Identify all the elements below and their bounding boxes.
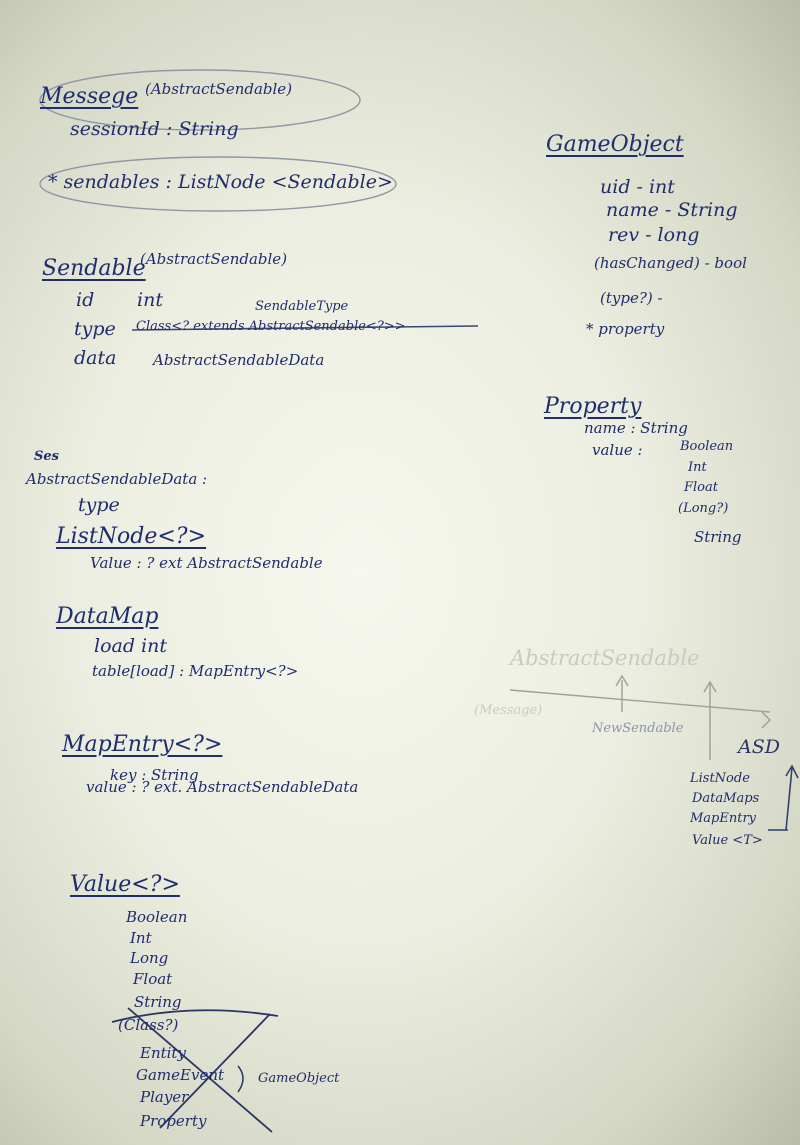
value-type-int: Int — [130, 929, 152, 947]
property-value-label: value : — [592, 441, 643, 459]
abstract-data-type: type — [78, 494, 120, 516]
value-crossed-gameevent: GameEvent — [136, 1066, 225, 1084]
value-crossed-class: (Class?) — [118, 1016, 179, 1034]
datamap-title: DataMap — [56, 604, 159, 629]
mapentry-field-value: value : ? ext. AbstractSendableData — [86, 778, 359, 796]
sendables-oval — [39, 156, 397, 212]
asd-subtypes-bracket — [768, 764, 799, 831]
gameobject-title: GameObject — [546, 132, 684, 157]
property-value-long: (Long?) — [678, 501, 729, 516]
property-name-field: name : String — [584, 419, 688, 437]
property-value-string: String — [694, 528, 742, 546]
value-type-float: Float — [133, 970, 173, 988]
value-type-boolean: Boolean — [126, 908, 188, 926]
gameobject-field-haschanged: (hasChanged) - bool — [594, 254, 747, 272]
listnode-field-value: Value : ? ext AbstractSendable — [90, 554, 323, 572]
sendable-field-data-type: AbstractSendableData — [153, 351, 325, 369]
property-value-boolean: Boolean — [680, 439, 734, 454]
property-title: Property — [544, 394, 642, 419]
property-value-int: Int — [688, 460, 707, 475]
sendable-parent: (AbstractSendable) — [140, 250, 288, 268]
value-type-string: String — [134, 993, 182, 1011]
hierarchy-root: AbstractSendable — [510, 646, 700, 670]
value-type-long: Long — [130, 949, 169, 967]
gameobject-brace — [237, 1065, 244, 1093]
datamap-field-table: table[load] : MapEntry<?> — [92, 662, 299, 680]
value-title: Value<?> — [70, 872, 180, 897]
crossed-out-x — [111, 1007, 279, 1133]
hierarchy-left-child: (Message) — [474, 703, 543, 718]
hierarchy-tree-lines — [509, 674, 771, 760]
sendable-field-data-name: data — [74, 347, 117, 369]
abstract-data-title: AbstractSendableData : — [26, 470, 208, 488]
hierarchy-subtype-datamaps: DataMaps — [692, 791, 760, 806]
scribble-mark: Ses — [34, 449, 59, 464]
hierarchy-subtype-listnode: ListNode — [690, 771, 750, 786]
gameobject-field-rev: rev - long — [608, 224, 700, 246]
message-title-oval — [39, 69, 361, 131]
mapentry-title: MapEntry<?> — [62, 732, 223, 757]
gameobject-field-name: name - String — [606, 199, 738, 221]
sendable-field-type-value: Class<? extends AbstractSendable<?>> — [136, 319, 406, 334]
sendable-field-id-type: int — [137, 289, 163, 311]
gameobject-field-type: (type?) - — [600, 289, 663, 307]
datamap-field-load: load int — [94, 635, 167, 657]
hierarchy-right-child: ASD — [738, 736, 780, 758]
hierarchy-subtype-value: Value <T> — [692, 833, 763, 848]
message-field-sessionid: sessionId : String — [70, 118, 239, 140]
gameobject-field-property: * property — [586, 320, 665, 338]
message-title: Messege — [40, 84, 139, 109]
listnode-title: ListNode<?> — [56, 524, 207, 549]
sendable-field-id-name: id — [76, 289, 95, 311]
sendable-field-type-name: type — [74, 318, 116, 340]
message-field-sendables: * sendables : ListNode <Sendable> — [48, 171, 393, 193]
hierarchy-mid-child: NewSendable — [592, 721, 684, 736]
sendable-type-note: SendableType — [255, 299, 349, 314]
value-crossed-entity: Entity — [140, 1044, 186, 1062]
mapentry-field-key: key : String — [110, 766, 199, 784]
message-parent: (AbstractSendable) — [145, 80, 293, 98]
type-strikethrough — [131, 325, 479, 331]
value-crossed-note: GameObject — [258, 1071, 340, 1086]
value-crossed-player: Player — [140, 1088, 189, 1106]
gameobject-field-uid: uid - int — [600, 176, 675, 198]
sendable-title: Sendable — [42, 256, 146, 281]
value-crossed-property: Property — [140, 1112, 207, 1130]
hierarchy-subtype-mapentry: MapEntry — [690, 811, 757, 826]
property-value-float: Float — [684, 480, 718, 495]
